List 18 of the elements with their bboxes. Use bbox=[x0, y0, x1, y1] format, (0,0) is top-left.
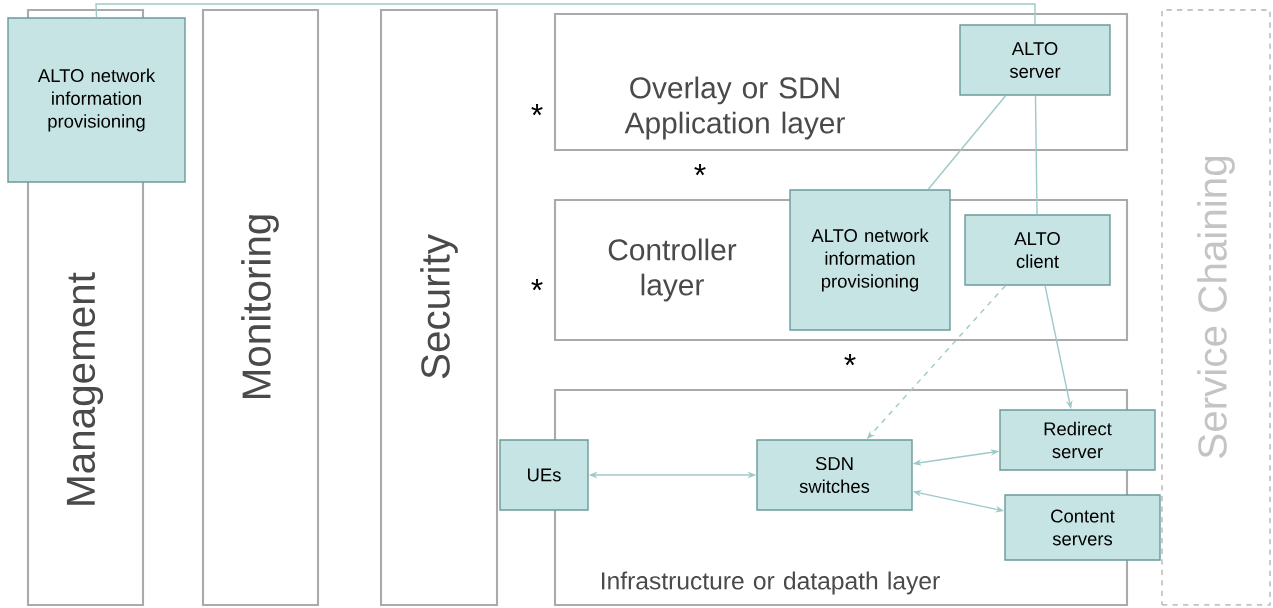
column-box: Security bbox=[379, 8, 499, 607]
asterisk: * bbox=[844, 354, 856, 366]
asterisk: * bbox=[531, 279, 543, 291]
component-box: ALTO network information provisioning bbox=[789, 189, 951, 331]
component-box: Redirect server bbox=[999, 409, 1156, 471]
connector bbox=[927, 95, 1007, 190]
component-box: ALTO server bbox=[959, 24, 1111, 96]
asterisk: * bbox=[694, 164, 706, 176]
side-column-box: Service Chaining bbox=[1161, 9, 1271, 606]
asterisk: * bbox=[531, 104, 543, 116]
component-box: SDN switches bbox=[756, 439, 913, 511]
connector bbox=[1034, 95, 1038, 215]
component-box: ALTO client bbox=[964, 214, 1111, 286]
component-box: ALTO network information provisioning bbox=[7, 17, 186, 183]
component-box: UEs bbox=[499, 439, 589, 511]
column-box: Monitoring bbox=[201, 8, 320, 607]
connector bbox=[95, 3, 1036, 25]
component-box: Content servers bbox=[1004, 494, 1161, 561]
